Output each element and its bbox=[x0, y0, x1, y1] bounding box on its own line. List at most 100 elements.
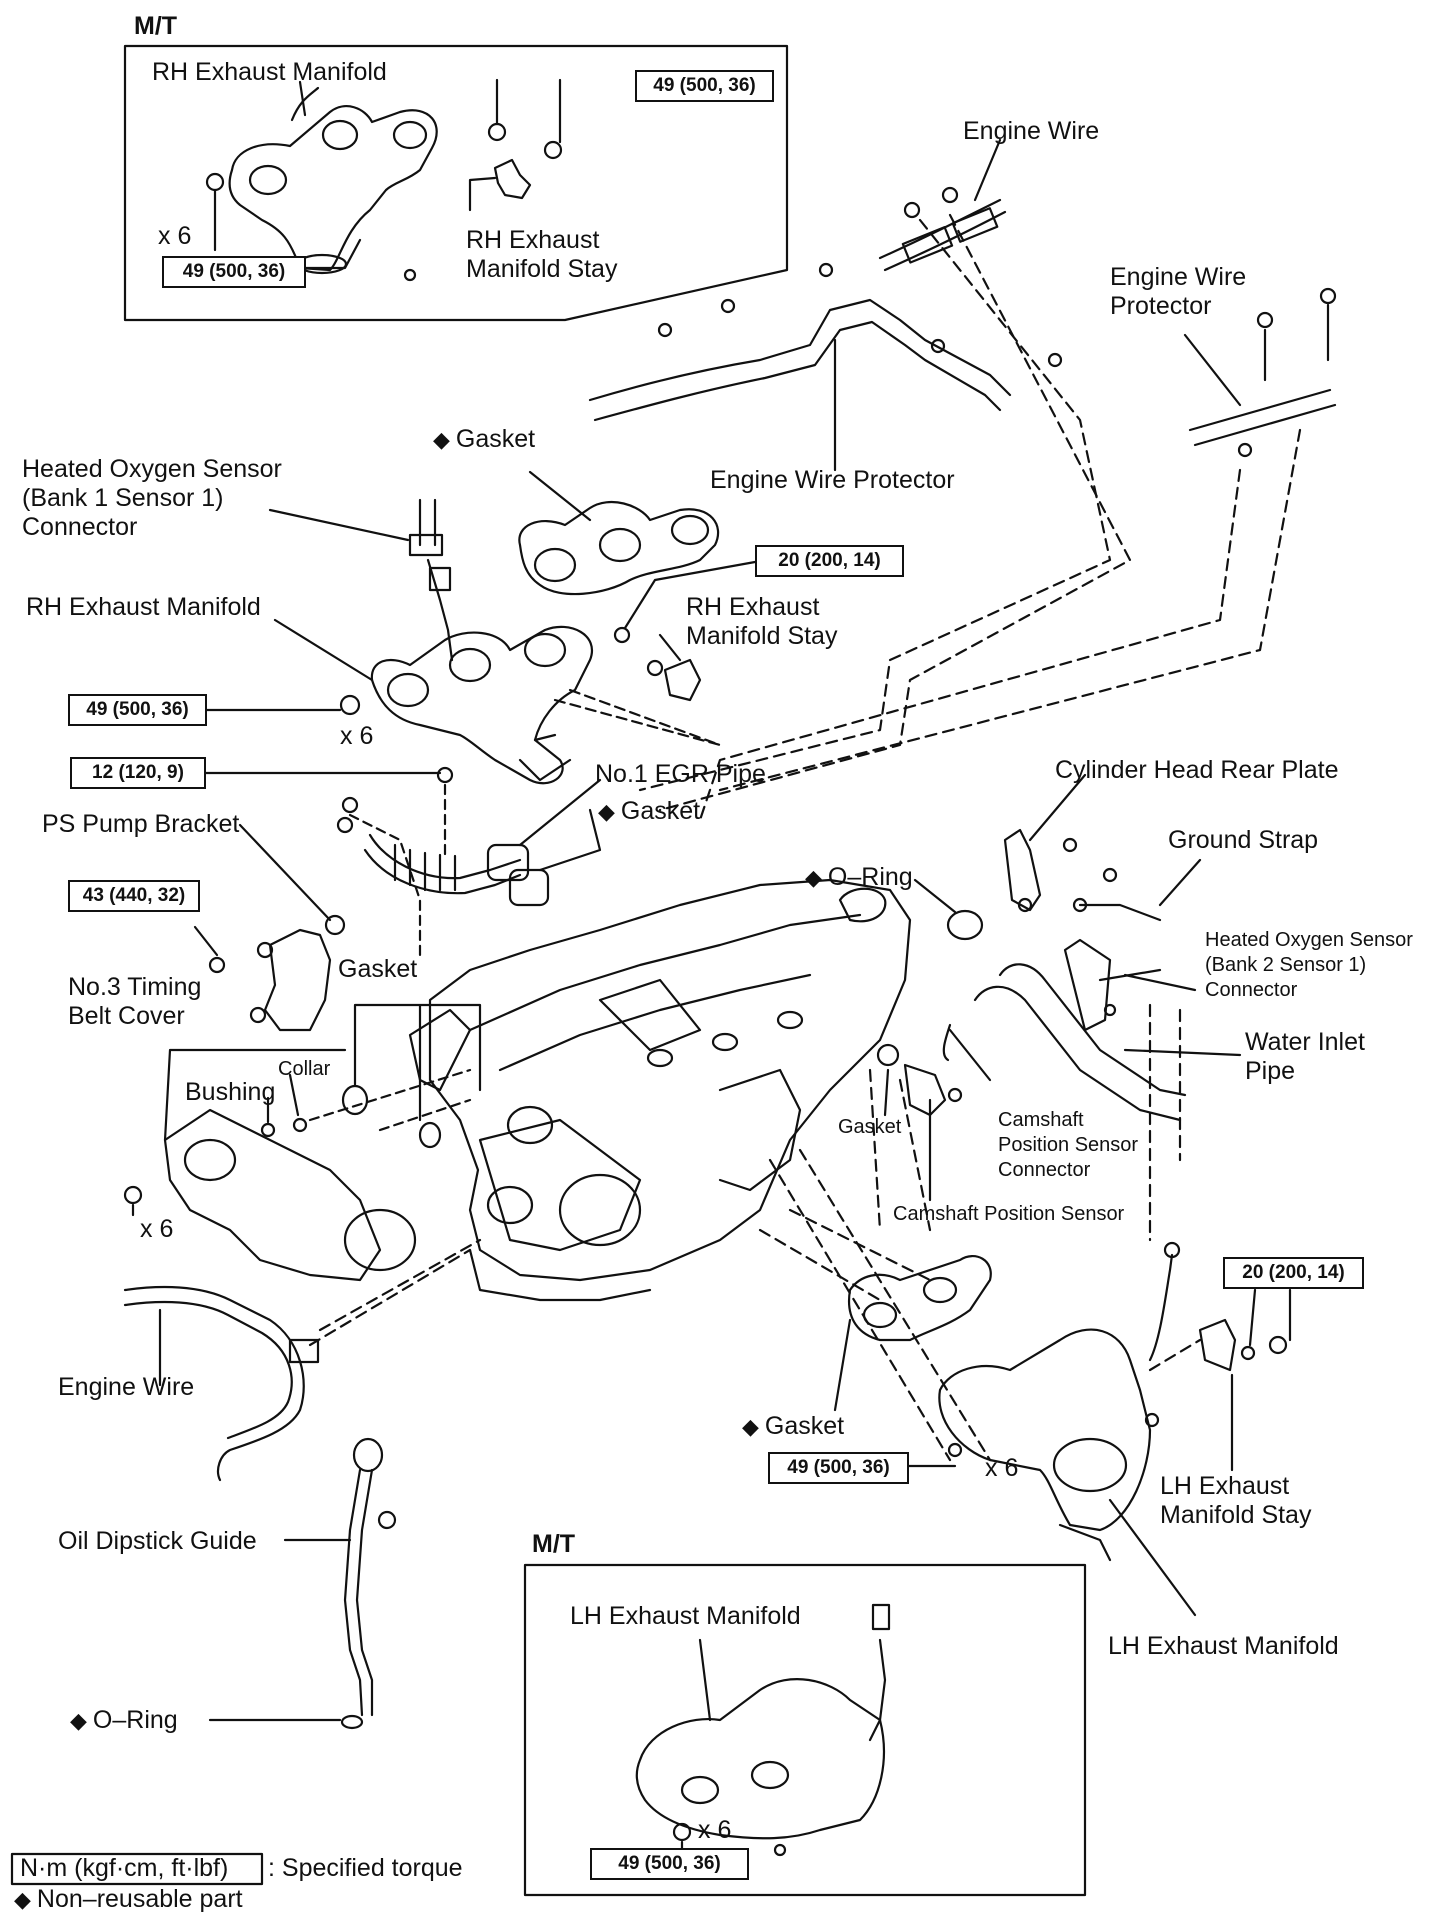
timing-cover-label: No.3 Timing Belt Cover bbox=[68, 973, 202, 1030]
torque-top-stay: 49 (500, 36) bbox=[635, 70, 774, 102]
o2-bank1-illustration bbox=[408, 498, 454, 662]
gasket-egr-text: Gasket bbox=[620, 797, 701, 825]
rh-stay-mid-label: RH Exhaust Manifold Stay bbox=[686, 593, 838, 650]
leader-cam-sensor-connector bbox=[948, 1028, 992, 1082]
water-inlet-pipe-illustration bbox=[973, 938, 1187, 1122]
gasket-cam-label: Gasket bbox=[838, 1116, 902, 1138]
torque-top-manifold: 49 (500, 36) bbox=[162, 256, 306, 288]
cyl-head-plate-label: Cylinder Head Rear Plate bbox=[1055, 756, 1339, 784]
dashed-cam-lh bbox=[768, 1148, 992, 1462]
non-reusable-marker-o-ring-top: ◆ bbox=[805, 865, 822, 890]
x6-lh-label: x 6 bbox=[985, 1454, 1019, 1482]
egr-pipe-label: No.1 EGR Pipe bbox=[595, 760, 766, 788]
gasket-left-ring-a bbox=[341, 1084, 369, 1116]
lh-manifold-illustration bbox=[938, 1328, 1160, 1562]
bushing-label: Bushing bbox=[185, 1078, 276, 1106]
mt-top-inset-frame bbox=[123, 44, 789, 322]
engine-wire-protector-right-label: Engine Wire Protector bbox=[1110, 263, 1247, 320]
legend-torque-box bbox=[10, 1852, 264, 1886]
leader-inset-lh-manifold bbox=[698, 1638, 712, 1722]
lh-stay-illustration bbox=[1148, 1241, 1288, 1372]
o-ring-top-text: O–Ring bbox=[827, 863, 913, 891]
leader-ps-bracket bbox=[238, 823, 332, 922]
leader-top-manifold bbox=[298, 80, 307, 117]
collar-label: Collar bbox=[278, 1058, 331, 1080]
leader-rh-stay-mid bbox=[658, 633, 682, 662]
x6-top-label: x 6 bbox=[158, 222, 192, 250]
engine-wire-protector-mid-illustration bbox=[588, 262, 1063, 422]
engine-wire-protector-right-illustration bbox=[1188, 287, 1337, 458]
leader-lh-stay-torque bbox=[1248, 1288, 1292, 1347]
cam-sensor-illustration bbox=[876, 1023, 963, 1117]
lh-manifold-inset-label: LH Exhaust Manifold bbox=[570, 1602, 801, 1630]
non-reusable-marker-gasket-rh: ◆ bbox=[433, 427, 450, 452]
leader-engine-wire-top bbox=[973, 138, 1002, 202]
torque-lh-stay: 20 (200, 14) bbox=[1223, 1257, 1364, 1289]
gasket-rh-illustration bbox=[518, 500, 720, 596]
lh-manifold-inset-illustration bbox=[635, 1603, 891, 1857]
dashed-wire-a bbox=[638, 218, 1112, 792]
leader-gasket-egr bbox=[538, 808, 602, 872]
rh-manifold-top-illustration bbox=[228, 86, 438, 275]
leader-ground-strap bbox=[1158, 858, 1202, 907]
engine-wire-bottom-illustration bbox=[123, 1285, 320, 1482]
cam-sensor-connector-label: Camshaft Position Sensor Connector bbox=[998, 1109, 1139, 1181]
leader-rh-manifold-mid bbox=[273, 618, 374, 682]
leader-lh-manifold-right bbox=[1108, 1498, 1197, 1617]
torque-rh-stay: 20 (200, 14) bbox=[755, 545, 904, 577]
oil-dipstick-label: Oil Dipstick Guide bbox=[58, 1527, 257, 1555]
leader-gasket-lh bbox=[833, 1318, 852, 1412]
rh-manifold-mid-label: RH Exhaust Manifold bbox=[26, 593, 261, 621]
dashed-wire-d bbox=[718, 428, 1302, 792]
non-reusable-marker-gasket-egr: ◆ bbox=[598, 799, 615, 824]
leader-gasket-left bbox=[353, 1003, 482, 1122]
water-inlet-label: Water Inlet Pipe bbox=[1245, 1028, 1365, 1085]
dashed-lh-stay bbox=[1148, 1338, 1202, 1372]
engine-wire-bottom-label: Engine Wire bbox=[58, 1373, 195, 1401]
o-ring-top-illustration bbox=[946, 909, 984, 941]
lh-stay-label: LH Exhaust Manifold Stay bbox=[1160, 1472, 1312, 1529]
o-ring-bottom-label: ◆O–Ring bbox=[70, 1706, 178, 1735]
leader-gasket-rh bbox=[528, 470, 592, 522]
engine-wire-top-label: Engine Wire bbox=[963, 117, 1100, 145]
ps-bracket-illustration bbox=[208, 914, 346, 1032]
rh-manifold-mid-illustration bbox=[339, 625, 593, 785]
torque-rh-manifold: 49 (500, 36) bbox=[68, 694, 207, 726]
gasket-left-label: Gasket bbox=[338, 955, 418, 983]
gasket-rh-label: ◆Gasket bbox=[433, 425, 535, 454]
x6-timing-label: x 6 bbox=[140, 1215, 174, 1243]
legend-torque-desc: : Specified torque bbox=[268, 1854, 463, 1882]
engine-block-illustration bbox=[408, 878, 912, 1302]
dashed-wire-b bbox=[658, 213, 1132, 812]
egr-pipe-illustration bbox=[336, 766, 550, 907]
leader-rh-torque-stay bbox=[623, 560, 757, 630]
gasket-lh-illustration bbox=[847, 1254, 992, 1342]
leader-o-ring-top bbox=[913, 878, 957, 914]
torque-inset-lh: 49 (500, 36) bbox=[590, 1848, 749, 1880]
dashed-engine-wire-bottom bbox=[308, 1238, 482, 1347]
ground-strap-illustration bbox=[1072, 867, 1162, 922]
leader-timing-cover bbox=[163, 1048, 347, 1142]
leader-engine-wire-protector-right bbox=[1183, 333, 1242, 407]
leader-top-stay bbox=[468, 176, 497, 212]
rh-stay-dashed bbox=[553, 688, 722, 747]
rh-stay-top-label: RH Exhaust Manifold Stay bbox=[466, 226, 618, 283]
non-reusable-marker-o-ring-bottom: ◆ bbox=[70, 1708, 87, 1733]
rh-stay-mid-illustration bbox=[613, 626, 702, 702]
leader-top-torque bbox=[495, 78, 562, 144]
leader-ps-torque bbox=[193, 925, 219, 957]
oil-dipstick-illustration bbox=[340, 1437, 397, 1730]
rh-manifold-top-label: RH Exhaust Manifold bbox=[152, 58, 387, 86]
o2-bank2-label: Heated Oxygen Sensor (Bank 2 Sensor 1) C… bbox=[1205, 929, 1413, 1001]
gasket-left-ring-b bbox=[418, 1121, 442, 1149]
leader-egr-pipe bbox=[518, 778, 602, 847]
mt-bottom-inset-frame bbox=[523, 1563, 1087, 1897]
gasket-egr-label: ◆Gasket bbox=[598, 797, 700, 826]
leader-o2-bank1 bbox=[268, 508, 410, 542]
ground-strap-label: Ground Strap bbox=[1168, 826, 1319, 854]
leader-collar bbox=[288, 1073, 300, 1117]
o-ring-bottom-text: O–Ring bbox=[92, 1706, 178, 1734]
leader-gasket-cam bbox=[883, 1068, 890, 1117]
gasket-rh-text: Gasket bbox=[455, 425, 536, 453]
